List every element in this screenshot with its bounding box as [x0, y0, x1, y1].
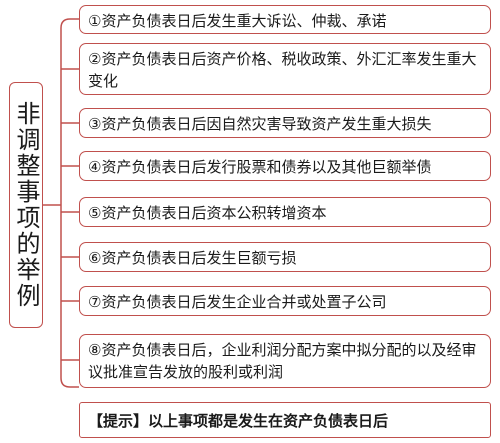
item-4: ④资产负债表日后发行股票和债券以及其他巨额举债 — [79, 151, 491, 181]
item-2-text: ②资产负债表日后资产价格、税收政策、外汇汇率发生重大变化 — [88, 50, 477, 90]
hint-box: 【提示】以上事项都是发生在资产负债表日后 — [79, 402, 491, 438]
item-1: ①资产负债表日后发生重大诉讼、仲裁、承诺 — [79, 5, 491, 34]
item-7: ⑦资产负债表日后发生企业合并或处置子公司 — [79, 286, 491, 316]
item-5: ⑤资产负债表日后资本公积转增资本 — [79, 197, 491, 227]
item-3: ③资产负债表日后因自然灾害导致资产发生重大损失 — [79, 108, 491, 138]
item-4-text: ④资产负债表日后发行股票和债券以及其他巨额举债 — [88, 158, 432, 176]
item-1-text: ①资产负债表日后发生重大诉讼、仲裁、承诺 — [88, 12, 387, 30]
item-2: ②资产负债表日后资产价格、税收政策、外汇汇率发生重大变化 — [79, 43, 491, 95]
item-3-text: ③资产负债表日后因自然灾害导致资产发生重大损失 — [88, 115, 432, 133]
item-8: ⑧资产负债表日后，企业利润分配方案中拟分配的以及经审议批准宣告发放的股利或利润 — [79, 334, 491, 388]
hint-text: 【提示】以上事项都是发生在资产负债表日后 — [88, 411, 389, 430]
item-7-text: ⑦资产负债表日后发生企业合并或处置子公司 — [88, 293, 387, 311]
item-6: ⑥资产负债表日后发生巨额亏损 — [79, 242, 491, 272]
item-5-text: ⑤资产负债表日后资本公积转增资本 — [88, 204, 327, 222]
item-6-text: ⑥资产负债表日后发生巨额亏损 — [88, 249, 297, 267]
item-8-text: ⑧资产负债表日后，企业利润分配方案中拟分配的以及经审议批准宣告发放的股利或利润 — [88, 341, 477, 381]
root-label: 非调整事项的举例 — [12, 101, 40, 309]
connector-spine — [60, 18, 71, 388]
root-node: 非调整事项的举例 — [9, 82, 43, 328]
